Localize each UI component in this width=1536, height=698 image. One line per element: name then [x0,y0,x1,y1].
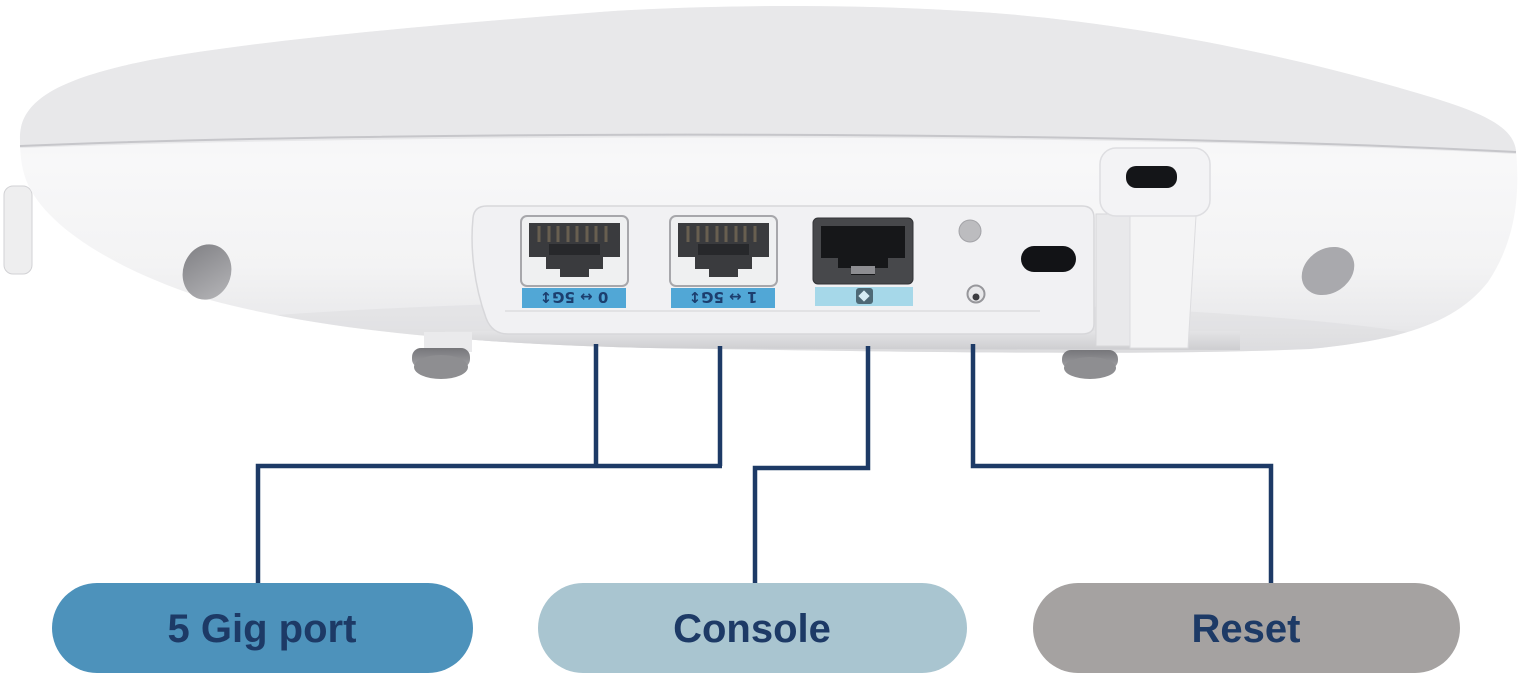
port-0-label-text: 0 ↔ 5G↕ [540,288,609,306]
line-reset [970,344,1274,586]
foot-right [1062,350,1118,379]
port-0-label-strip [522,288,626,308]
bracket-channel [1095,213,1131,347]
kensington-slot-icon [1126,166,1177,188]
console-icon [856,288,873,304]
port-1-label-text: 1 ↔ 5G↕ [689,288,758,306]
callout-console-pill [538,583,967,673]
led-hole [958,219,982,243]
console-port [812,217,914,285]
line-5gig-bracket [255,463,722,586]
rj45-port-1 [669,215,778,287]
callout-console-label: Console [673,607,831,651]
port-1-label-strip [671,288,775,308]
vent-hole-right [1301,246,1355,296]
rj45-port-0 [520,215,629,287]
reset-pinhole-icon [972,293,980,301]
callout-5gig-label: 5 Gig port [168,607,357,651]
callout-lines [255,344,1274,586]
security-slot-upper [1099,147,1211,217]
bottom-rim [445,331,1240,350]
callout-5gig-port: 5 Gig port [52,583,473,673]
top-dome-shading [19,5,1516,154]
callout-reset-pill [1033,583,1460,673]
security-slot-lower [1021,246,1076,272]
callout-reset-label: Reset [1192,607,1301,651]
foot-left [412,332,472,379]
reset-button [966,284,986,304]
line-console [752,346,871,586]
callout-5gig-pill [52,583,473,673]
bracket-rail [1129,213,1197,349]
callout-console: Console [538,583,967,673]
body-seam-line [19,133,1517,153]
mounting-tab [3,185,33,275]
vent-hole-left [182,244,232,300]
callout-reset: Reset [1033,583,1460,673]
